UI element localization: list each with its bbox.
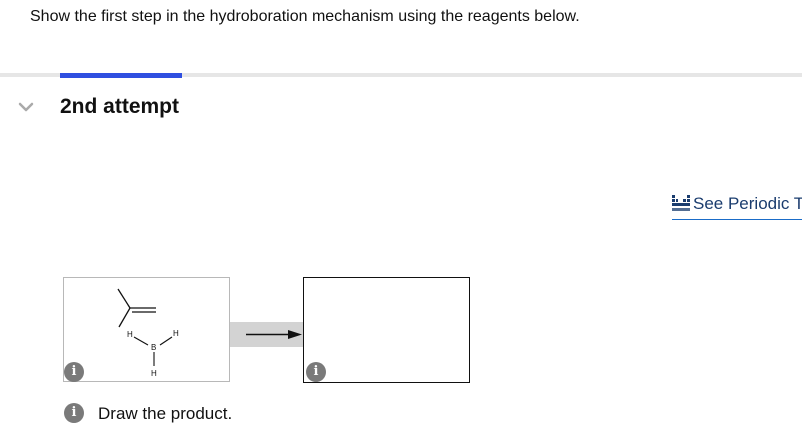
product-drawing-box[interactable]	[303, 277, 470, 383]
reaction-arrow	[230, 322, 304, 347]
question-text: Show the first step in the hydroboration…	[30, 8, 580, 25]
progress-track	[0, 73, 802, 77]
periodic-table-icon	[672, 195, 690, 211]
atom-label-h-right: H	[173, 329, 179, 338]
reactant-structure-box[interactable]: H B H H	[63, 277, 230, 382]
product-info-icon[interactable]: i	[306, 362, 326, 382]
reactant-info-icon[interactable]: i	[64, 362, 84, 382]
arrow-right-icon	[246, 330, 302, 339]
atom-label-boron: B	[151, 343, 156, 352]
chevron-down-icon[interactable]	[18, 101, 34, 113]
reactant-molecule-drawing: H B H H	[117, 288, 179, 378]
attempt-heading: 2nd attempt	[60, 95, 180, 118]
progress-indicator	[60, 73, 182, 78]
instruction-text: Draw the product.	[98, 404, 233, 423]
instruction-info-icon[interactable]: i	[64, 403, 84, 423]
atom-label-h-bottom: H	[151, 369, 157, 378]
atom-label-h-left: H	[127, 330, 133, 339]
see-periodic-table-link[interactable]: See Periodic Table	[672, 194, 802, 220]
periodic-table-label: See Periodic Table	[693, 194, 802, 213]
